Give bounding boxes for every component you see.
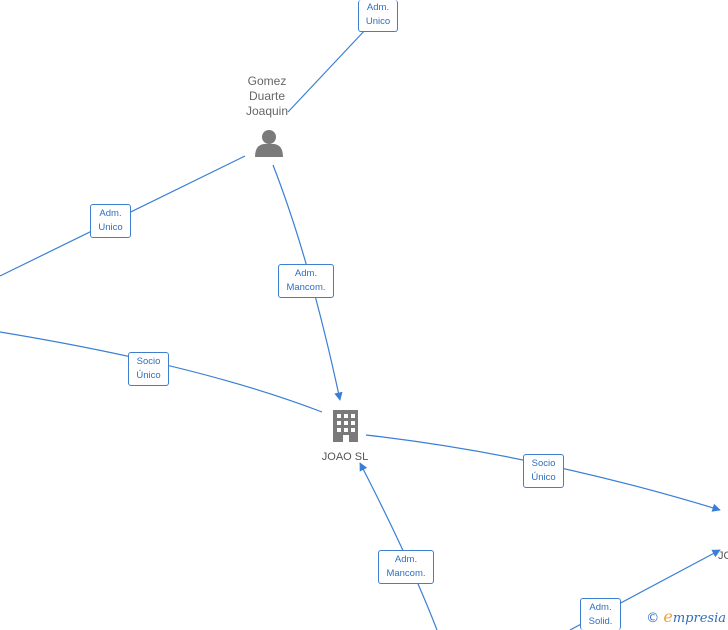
relation-label-top: Adm. Unico	[358, 0, 398, 32]
relation-line: Adm.	[394, 554, 418, 565]
building-icon[interactable]	[333, 410, 358, 442]
relation-label-person-company: Adm. Mancom.	[278, 264, 334, 298]
relation-label-bottom-right: Adm. Solid.	[580, 598, 621, 630]
relation-label-bottom: Adm. Mancom.	[378, 550, 434, 584]
relation-line: Único	[531, 472, 556, 483]
person-icon[interactable]	[255, 130, 283, 157]
relation-line: Único	[136, 370, 161, 381]
relation-label-left-lower: Socio Único	[128, 352, 169, 386]
brand-initial: e	[663, 607, 673, 626]
person-name[interactable]: Gomez Duarte Joaquin	[232, 74, 302, 119]
relation-line: Socio	[531, 458, 556, 469]
person-name-line: Gomez	[247, 74, 287, 88]
relation-line: Mancom.	[286, 282, 326, 293]
relation-line: Unico	[365, 16, 391, 27]
edge-top	[287, 27, 368, 113]
copyright-symbol: ©	[646, 611, 660, 626]
edge-left-lower	[0, 331, 323, 413]
relation-line: Adm.	[589, 602, 612, 613]
relation-line: Unico	[98, 222, 123, 233]
partial-company-name[interactable]: JO	[718, 550, 728, 562]
relation-line: Socio	[136, 356, 161, 367]
relation-line: Solid.	[588, 616, 613, 627]
company-name[interactable]: JOAO SL	[321, 451, 369, 463]
relation-line: Adm.	[366, 2, 390, 13]
empresia-watermark: © empresia	[646, 607, 726, 626]
person-name-line: Duarte	[248, 89, 286, 103]
relation-line: Adm.	[99, 208, 122, 219]
relation-line: Mancom.	[386, 568, 426, 579]
relation-label-left-upper: Adm. Unico	[90, 204, 131, 238]
edge-bottom	[359, 462, 438, 630]
relation-label-company-right: Socio Único	[523, 454, 564, 488]
person-name-line: Joaquin	[245, 104, 289, 118]
relation-line: Adm.	[294, 268, 318, 279]
brand-name: mpresia	[672, 611, 726, 626]
